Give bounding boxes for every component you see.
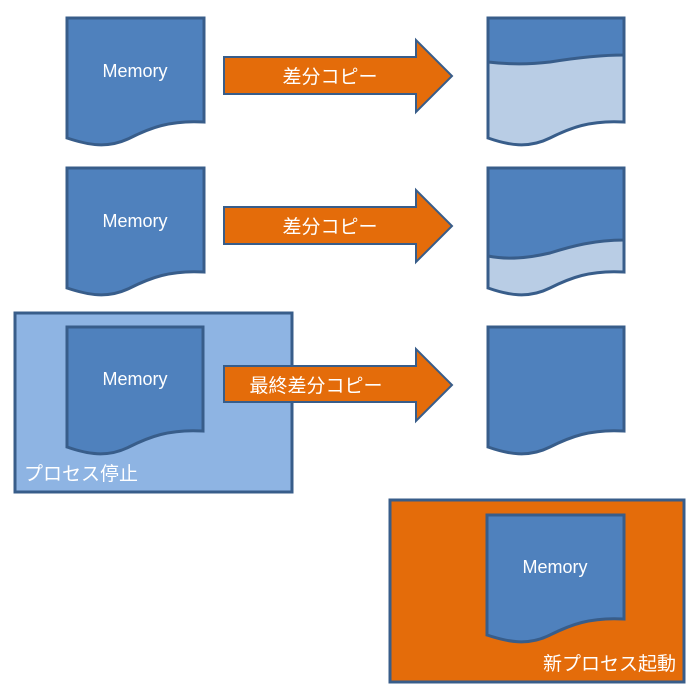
- source-memory-document-3: [65, 325, 205, 456]
- target-memory-document-2: [486, 166, 626, 297]
- target-doc-copied-region: [486, 16, 626, 66]
- new-process: Memory 新プロセス起動: [388, 498, 686, 684]
- diff-copy-arrow-2: [223, 187, 454, 265]
- source-memory-label-3: Memory: [102, 369, 167, 389]
- source-memory-document-2: [65, 166, 206, 297]
- row-1: Memory 差分コピー: [65, 16, 626, 147]
- diff-copy-label-1: 差分コピー: [282, 66, 377, 88]
- target-doc-copied-region: [486, 166, 626, 260]
- diff-copy-arrow-1: [223, 37, 454, 115]
- new-process-memory-label: Memory: [522, 557, 587, 577]
- row-3: Memory プロセス停止 最終差分コピー: [13, 311, 626, 494]
- new-process-memory-document: [485, 513, 626, 644]
- target-doc-outline: [486, 166, 626, 297]
- row-2: Memory 差分コピー: [65, 166, 626, 297]
- process-stopped-label: プロセス停止: [24, 463, 138, 485]
- diff-copy-label-2: 差分コピー: [282, 216, 377, 238]
- source-memory-label-1: Memory: [102, 61, 167, 81]
- source-memory-document-1: [65, 16, 206, 147]
- target-doc-outline: [486, 16, 626, 147]
- new-process-start-label: 新プロセス起動: [543, 653, 676, 675]
- target-memory-document-3: [486, 325, 626, 456]
- source-memory-label-2: Memory: [102, 211, 167, 231]
- final-diff-copy-arrow: [223, 346, 454, 424]
- final-diff-copy-label: 最終差分コピー: [249, 375, 382, 397]
- target-memory-document-1: [486, 16, 626, 147]
